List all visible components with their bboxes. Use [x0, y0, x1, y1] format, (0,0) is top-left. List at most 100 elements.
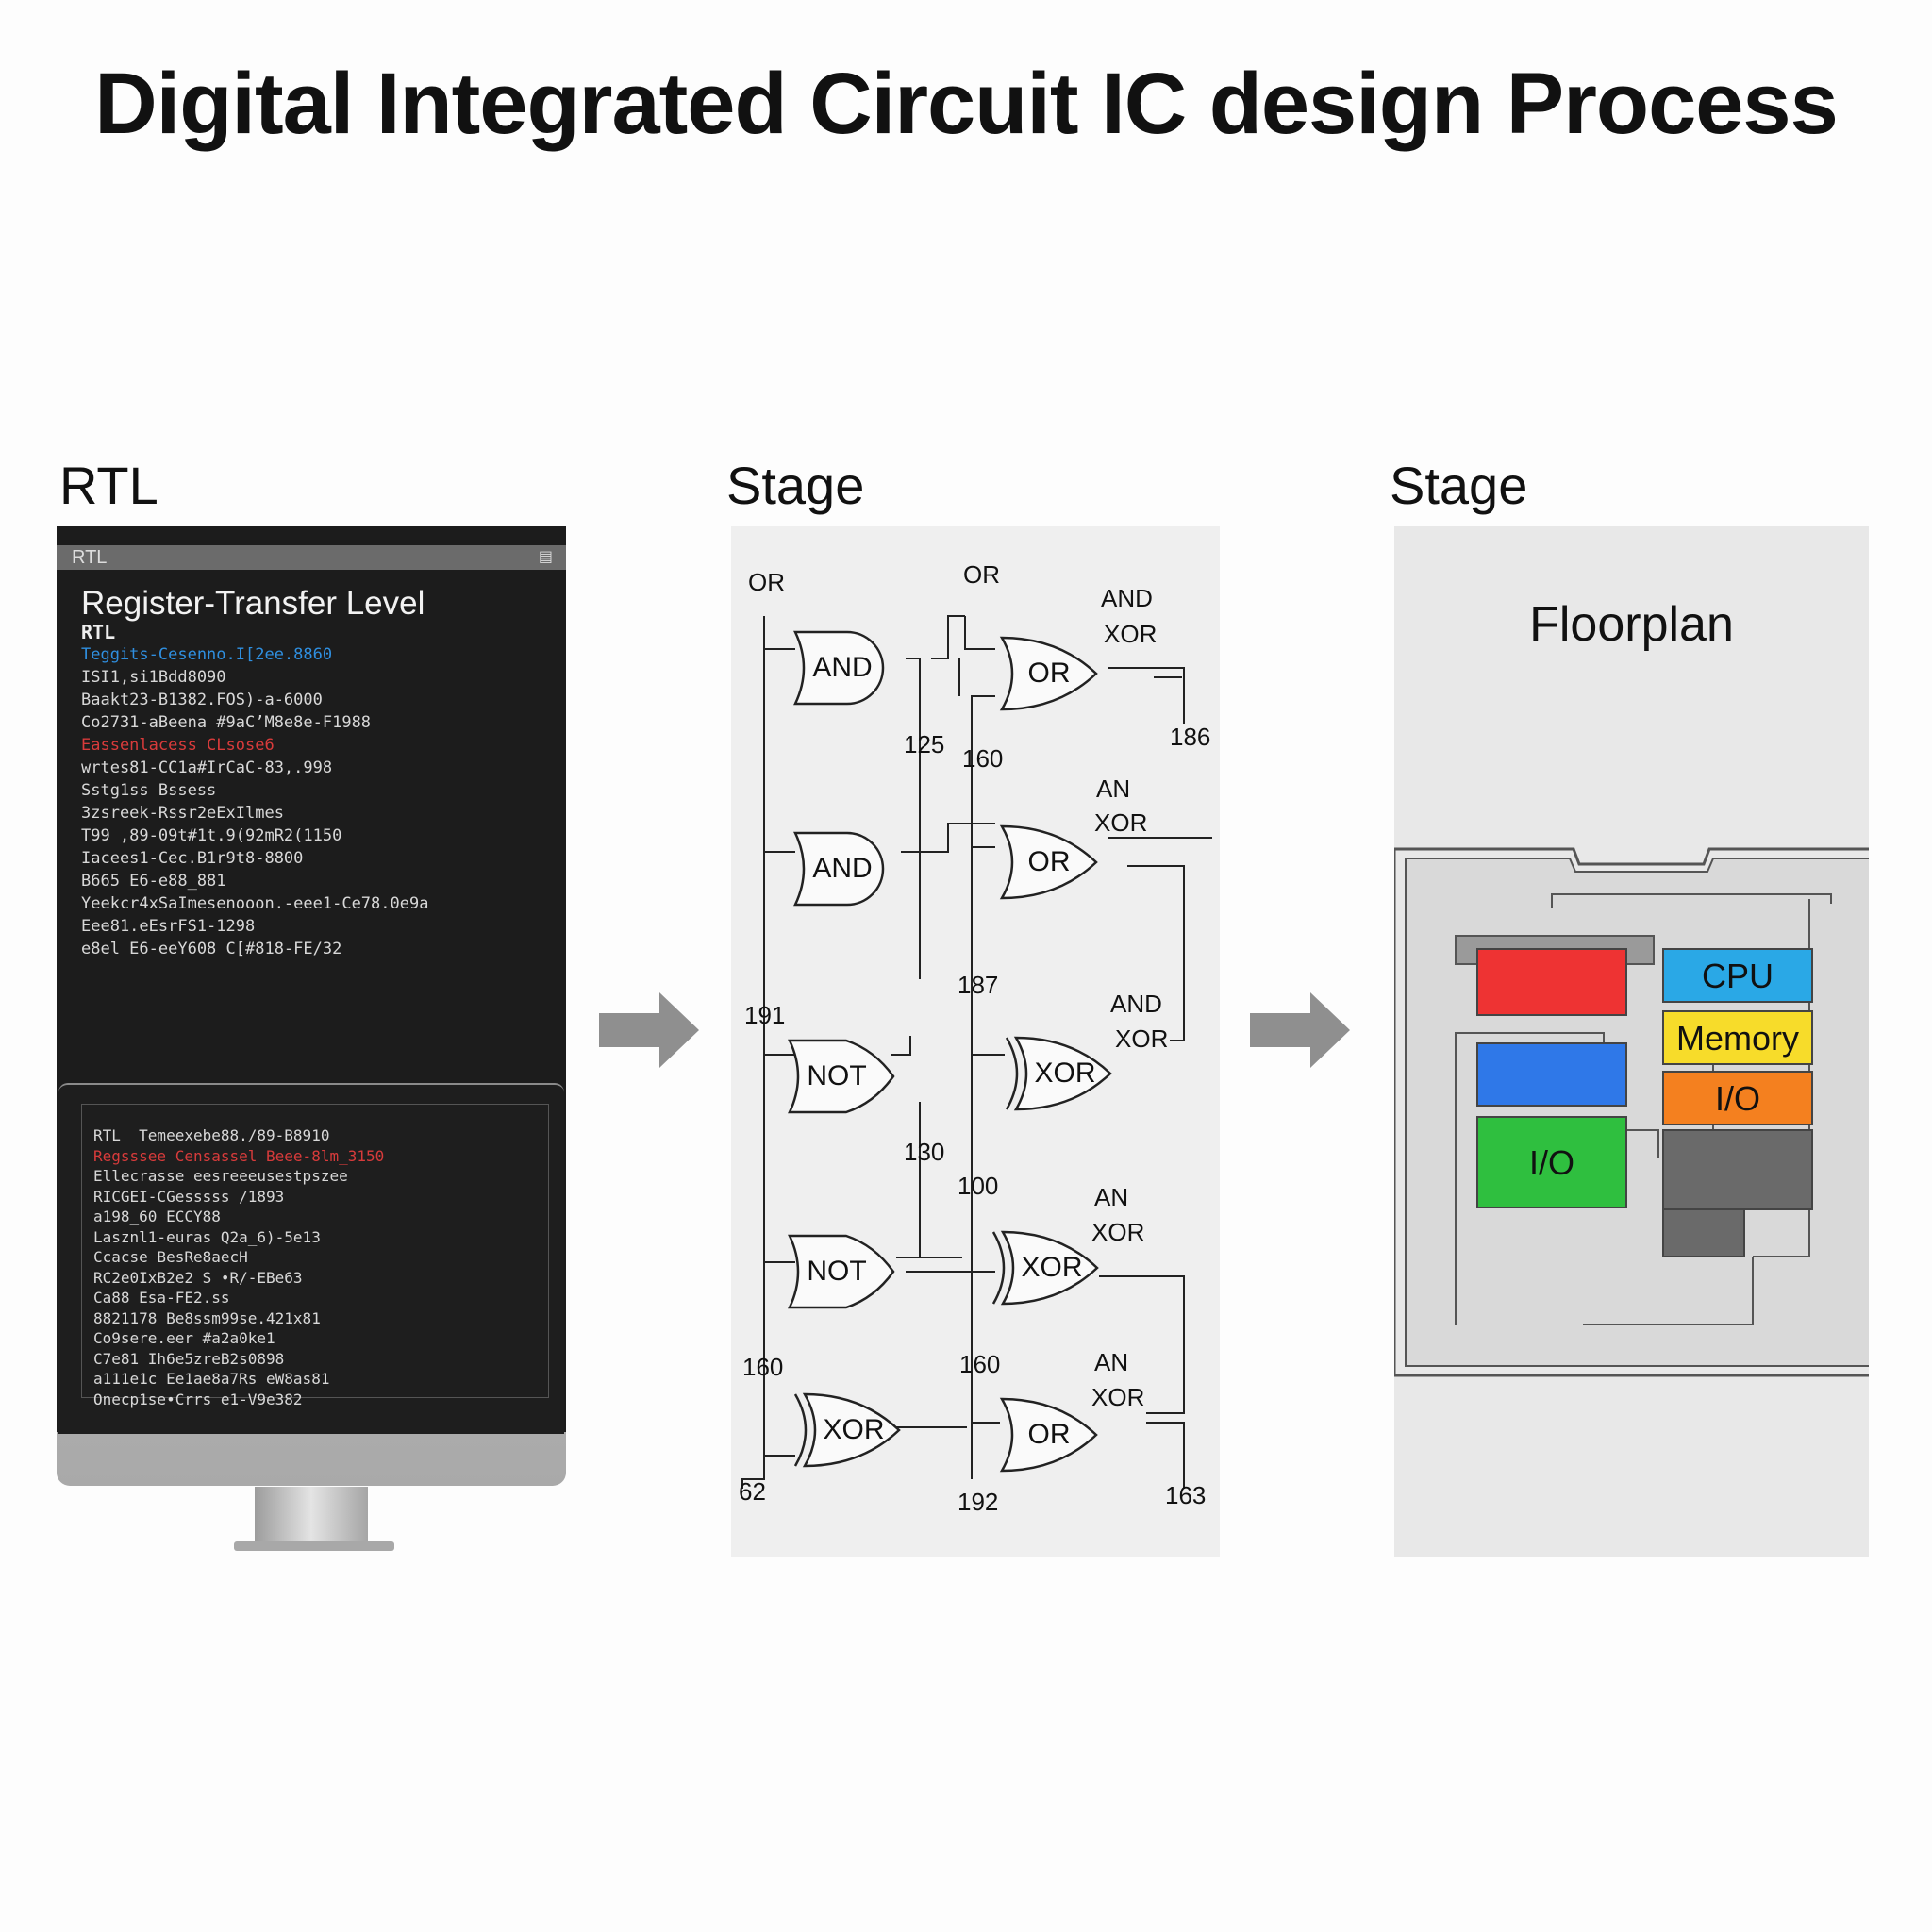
- section-label-floorplan: Stage: [1390, 456, 1528, 515]
- diagram-annotation: 163: [1165, 1481, 1206, 1509]
- wire: [1146, 1422, 1185, 1489]
- section-label-logic: Stage: [726, 456, 865, 515]
- section-label-rtl: RTL: [59, 456, 158, 515]
- wire: [971, 1243, 1000, 1424]
- or-gate: [999, 1397, 1098, 1473]
- or-gate: [999, 824, 1098, 900]
- diagram-annotation: AND: [1110, 990, 1162, 1018]
- gate-label: OR: [1028, 658, 1071, 689]
- wire: [741, 1456, 765, 1489]
- code-line: Baakt23-B1382.FOS)-a-6000: [81, 691, 323, 709]
- route-line: [1583, 1257, 1754, 1325]
- wire: [901, 658, 921, 853]
- gate-label: XOR: [1021, 1252, 1082, 1283]
- page-title: Digital Integrated Circuit IC design Pro…: [94, 56, 1839, 152]
- diagram-annotation: XOR: [1091, 1218, 1144, 1246]
- code-line: Iacees1-Cec.B1r9t8-8800: [81, 849, 304, 868]
- not-gate: [788, 1234, 895, 1309]
- floorplan-block: [1662, 1010, 1813, 1065]
- not-gate: [788, 1039, 895, 1114]
- wire: [896, 1102, 921, 1258]
- code-line: Regsssee Censassel Beee-8lm_3150: [93, 1146, 385, 1165]
- xor-gate: [991, 1230, 1099, 1306]
- code-line: Eassenlacess CLsose6: [81, 736, 275, 755]
- xor-gate: [1005, 1036, 1112, 1111]
- monitor-screen: RTL ▤ Register-Transfer Level RTL Teggit…: [57, 526, 566, 1434]
- chip-outline: [1394, 847, 1869, 1377]
- floorplan-block-sub: [1662, 1208, 1745, 1257]
- diagram-annotation: OR: [748, 568, 785, 596]
- editor-window-title: RTL: [72, 547, 108, 568]
- code-line: RTL Temeexebe88./89-B8910: [93, 1126, 330, 1144]
- xor-gate: [793, 1392, 901, 1468]
- and-gate: [793, 630, 885, 706]
- wire: [971, 847, 1005, 1056]
- wire: [931, 615, 965, 659]
- floorplan-block-label: I/O: [1715, 1079, 1760, 1118]
- or-gate: [999, 636, 1098, 711]
- diagram-annotation: XOR: [1104, 620, 1157, 648]
- floorplan-block: [1662, 948, 1813, 1003]
- route-line: [1455, 1032, 1605, 1325]
- editor-titlebar: RTL ▤: [57, 545, 566, 570]
- code-line: 3zsreek-Rssr2eExIlmes: [81, 804, 284, 823]
- code-line: 8821178 Be8ssm99se.421x81: [93, 1308, 321, 1327]
- monitor-stand: [255, 1487, 368, 1545]
- diagram-annotation: 62: [739, 1477, 766, 1506]
- code-line: Ellecrasse eesreeeusestpszee: [93, 1167, 348, 1185]
- diagram-annotation: AND: [1101, 584, 1153, 612]
- gate-label: XOR: [1034, 1058, 1095, 1089]
- code-line: ISI1,si1Bdd8090: [81, 668, 226, 687]
- code-line: a111e1c Ee1ae8a7Rs eW8as81: [93, 1370, 330, 1388]
- code-line: RICGEI-CGesssss /1893: [93, 1187, 285, 1206]
- diagram-annotation: 186: [1170, 723, 1210, 751]
- diagram-annotation: AN: [1094, 1348, 1128, 1376]
- code-line: Co9sere.eer #a2a0ke1: [93, 1329, 275, 1347]
- diagram-annotation: 160: [962, 744, 1003, 773]
- code-line: wrtes81-CC1a#IrCaC-83,.998: [81, 758, 333, 777]
- floorplan-block: [1476, 1042, 1627, 1107]
- gate-label: OR: [1028, 1419, 1071, 1450]
- diagram-annotation: XOR: [1094, 808, 1147, 837]
- code-line: B665 E6-e88_881: [81, 872, 226, 891]
- diagram-annotation: 100: [958, 1172, 998, 1200]
- wire: [763, 616, 795, 650]
- code-line: Ccacse BesRe8aecH: [93, 1248, 248, 1266]
- diagram-annotation: 160: [742, 1353, 783, 1381]
- rtl-heading: Register-Transfer Level: [81, 585, 425, 622]
- floorplan-block-label: I/O: [1529, 1143, 1574, 1182]
- arrow-right-icon: [1250, 992, 1350, 1068]
- code-line: Ca88 Esa-FE2.ss: [93, 1289, 230, 1307]
- floorplan-block-label: CPU: [1702, 957, 1774, 995]
- wire: [1127, 865, 1185, 1041]
- wire: [763, 1055, 795, 1263]
- diagram-annotation: AN: [1094, 1183, 1128, 1211]
- diagram-annotation: 130: [904, 1138, 944, 1166]
- diagram-annotation: 125: [904, 730, 944, 758]
- floorplan-block: [1476, 1116, 1627, 1208]
- diagram-annotation: XOR: [1115, 1024, 1168, 1053]
- floorplan-block: [1662, 1071, 1813, 1125]
- diagram-annotation: AN: [1096, 774, 1130, 803]
- code-line: a198_60 ECCY88: [93, 1208, 221, 1225]
- gate-label: OR: [1028, 846, 1071, 877]
- diagram-annotation: 192: [958, 1488, 998, 1516]
- code-line: Eee81.eEsrFS1-1298: [81, 917, 256, 936]
- code-line: Teggits-Cesenno.I[2ee.8860: [81, 645, 333, 664]
- diagram-annotation: 160: [959, 1350, 1000, 1378]
- diagram-annotation: 187: [958, 971, 998, 999]
- code-line: C7e81 Ih6e5zreB2s0898: [93, 1349, 285, 1368]
- diagram-annotation: 191: [744, 1001, 785, 1029]
- window-menu-icon: ▤: [538, 549, 553, 565]
- code-line: RC2e0IxB2e2 S •R/-EBe63: [93, 1268, 303, 1287]
- monitor-base: [234, 1541, 394, 1551]
- code-line: Sstg1ss Bssess: [81, 781, 217, 800]
- gate-label: NOT: [807, 1256, 866, 1287]
